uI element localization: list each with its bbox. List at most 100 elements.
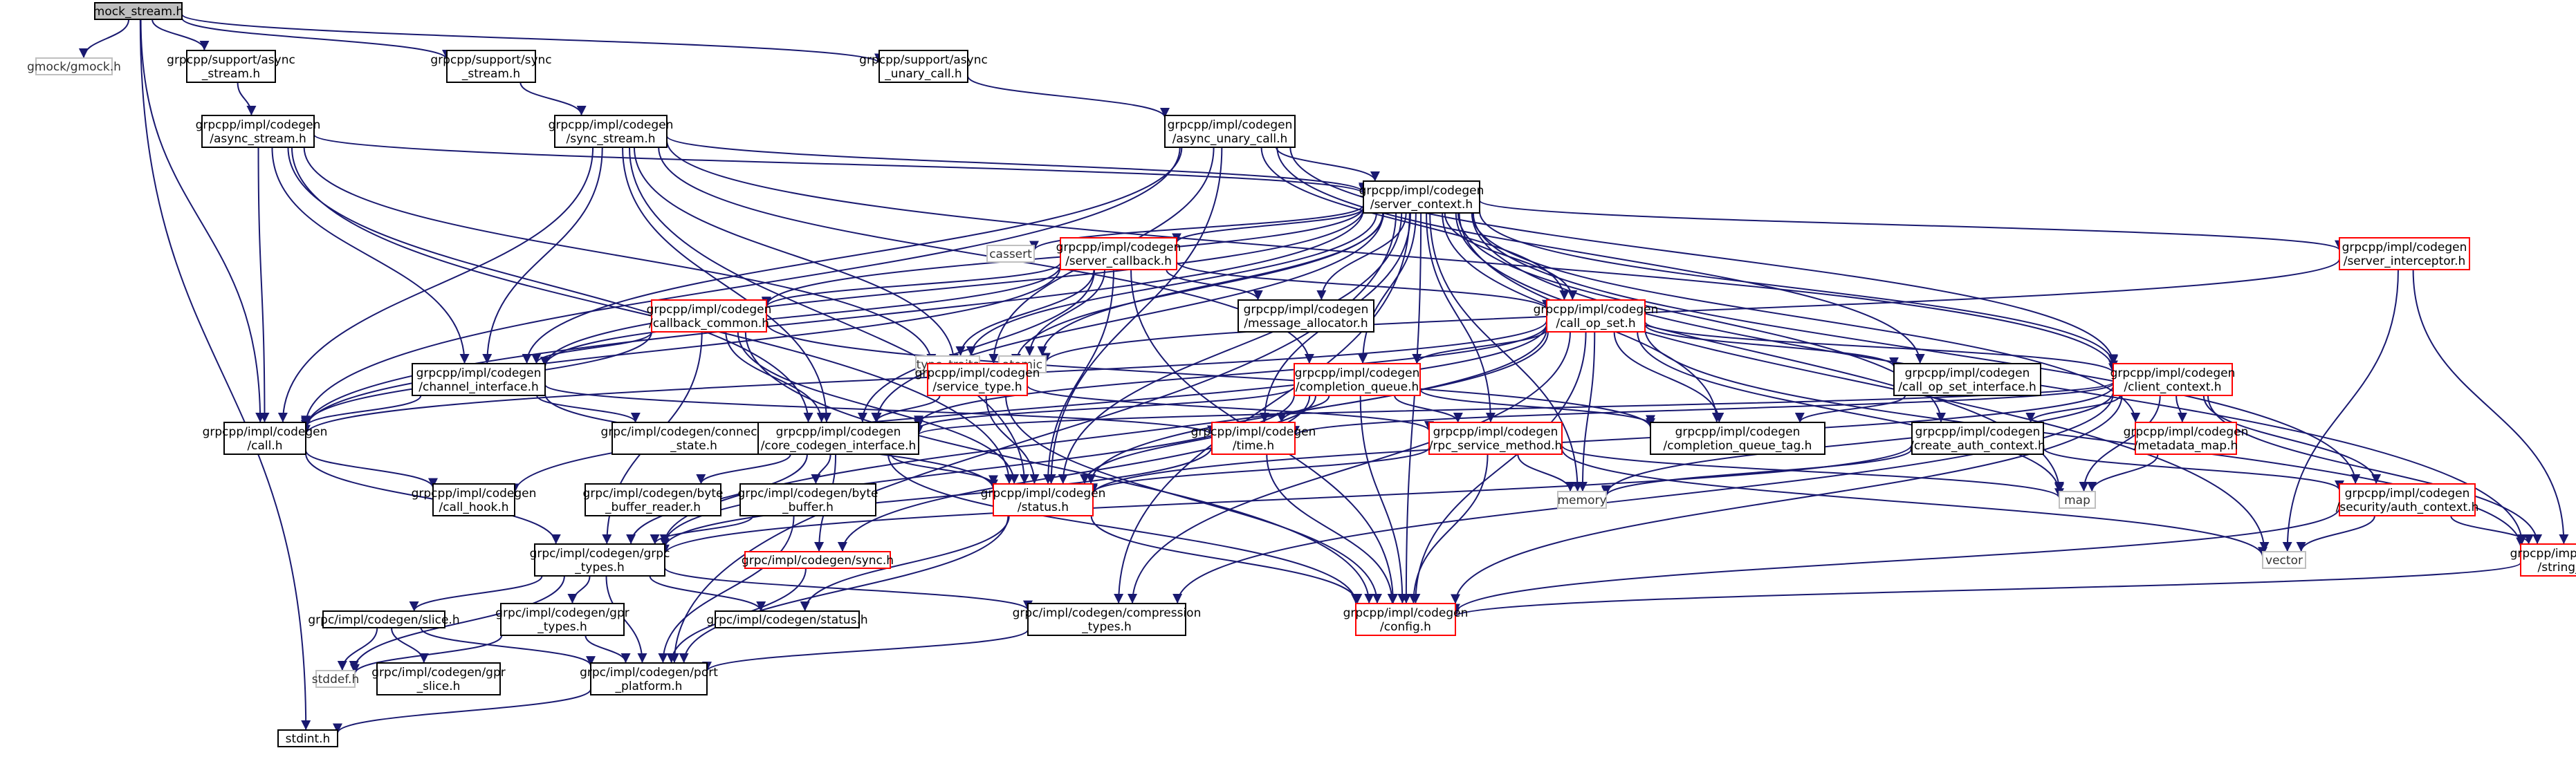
node-service-type[interactable]: grpcpp/impl/codegen/service_type.h xyxy=(915,363,1040,396)
node-call-hook[interactable]: grpcpp/impl/codegen/call_hook.h xyxy=(412,483,537,516)
node-slice[interactable]: grpc/impl/codegen/slice.h xyxy=(308,610,460,628)
edge-async-stream-to-server-context xyxy=(313,133,1368,195)
node-time[interactable]: grpcpp/impl/codegen/time.h xyxy=(1191,422,1316,455)
edge-gpr-types-to-stddef xyxy=(350,635,503,674)
edge-client-context-to-string-ref xyxy=(2207,395,2543,545)
node-client-context[interactable]: grpcpp/impl/codegen/client_context.h xyxy=(2110,363,2236,396)
edge-callback-common-to-completion-queue-tag xyxy=(766,322,1655,429)
edge-rpc-service-method-to-map xyxy=(1561,445,2064,498)
node-connectivity-state[interactable]: grpc/impl/codegen/connectivity_state.h xyxy=(601,422,787,455)
edge-compression-types-to-port-platform xyxy=(702,629,1029,672)
node-box xyxy=(611,422,776,455)
node-server-interceptor[interactable]: grpcpp/impl/codegen/server_interceptor.h xyxy=(2339,237,2470,270)
node-box xyxy=(2520,543,2576,577)
edge-server-context-to-server-interceptor xyxy=(1479,199,2344,251)
node-completion-queue-tag[interactable]: grpcpp/impl/codegen/completion_queue_tag… xyxy=(1650,422,1825,455)
node-config[interactable]: grpcpp/impl/codegen/config.h xyxy=(1343,603,1469,636)
node-byte-buffer-reader[interactable]: grpc/impl/codegen/byte_buffer_reader.h xyxy=(583,483,724,516)
node-label: /callback_common.h xyxy=(649,317,769,330)
node-box xyxy=(986,245,1035,263)
node-string-ref[interactable]: grpcpp/impl/codegen/string_ref.h xyxy=(2510,543,2576,577)
node-support-sync-stream[interactable]: grpcpp/support/sync_stream.h xyxy=(430,50,552,83)
node-support-async-stream[interactable]: grpcpp/support/async_stream.h xyxy=(167,50,295,83)
node-box xyxy=(1893,363,2041,396)
node-box xyxy=(993,483,1094,516)
node-message-allocator[interactable]: grpcpp/impl/codegen/message_allocator.h xyxy=(1238,299,1374,333)
node-label: cassert xyxy=(989,247,1032,261)
node-call-op-set-interface[interactable]: grpcpp/impl/codegen/call_op_set_interfac… xyxy=(1893,363,2041,396)
edge-completion-queue-to-status xyxy=(1080,395,1316,485)
node-box xyxy=(534,543,665,577)
edge-server-context-to-core-codegen-interface xyxy=(872,212,1384,423)
node-port-platform[interactable]: grpc/impl/codegen/port_platform.h xyxy=(580,662,718,695)
node-status[interactable]: grpcpp/impl/codegen/status.h xyxy=(981,483,1106,516)
edge-slice-to-stddef xyxy=(337,627,378,671)
node-gpr-slice[interactable]: grpc/impl/codegen/gpr_slice.h xyxy=(371,662,506,695)
node-box xyxy=(554,115,668,148)
node-label: grpcpp/impl/codegen xyxy=(2510,547,2576,561)
edge-client-context-to-create-auth-context xyxy=(2025,395,2121,423)
node-completion-queue[interactable]: grpcpp/impl/codegen/completion_queue.h xyxy=(1294,363,1421,396)
edge-service-type-to-rpc-service-method xyxy=(1027,384,1434,431)
edge-gpr-types-to-port-platform xyxy=(585,635,631,664)
node-compression-types[interactable]: grpc/impl/codegen/compression_types.h xyxy=(1013,603,1202,636)
edge-slice-to-gpr-slice xyxy=(391,627,429,664)
node-label: _stream.h xyxy=(201,67,260,81)
node-sync-stream[interactable]: grpcpp/impl/codegen/sync_stream.h xyxy=(549,115,674,148)
node-label: memory xyxy=(1557,494,1606,507)
node-metadata-map[interactable]: grpcpp/impl/codegen/metadata_map.h xyxy=(2124,422,2249,455)
node-support-async-unary-call[interactable]: grpcpp/support/async_unary_call.h xyxy=(859,50,988,83)
node-box xyxy=(715,610,860,628)
node-gpr-types[interactable]: grpc/impl/codegen/gpr_types.h xyxy=(495,603,629,636)
node-callback-common[interactable]: grpcpp/impl/codegen/callback_common.h xyxy=(647,299,772,333)
node-codegen-status[interactable]: grpc/impl/codegen/status.h xyxy=(706,610,868,628)
node-create-auth-context[interactable]: grpcpp/impl/codegen/create_auth_context.… xyxy=(1910,422,2045,455)
node-label: grpcpp/impl/codegen xyxy=(1056,241,1181,254)
node-box xyxy=(1211,422,1296,455)
edge-grpc-types-to-stddef xyxy=(349,575,565,671)
node-server-callback[interactable]: grpcpp/impl/codegen/server_callback.h xyxy=(1056,237,1181,270)
node-label: map xyxy=(2064,494,2090,507)
node-label: grpcpp/impl/codegen xyxy=(2124,425,2249,439)
node-box xyxy=(500,603,625,636)
node-stdint[interactable]: stdint.h xyxy=(277,729,338,747)
dependency-edges xyxy=(78,13,2569,733)
edge-call-op-set-to-compression-types xyxy=(1128,331,1571,604)
node-rpc-service-method[interactable]: grpcpp/impl/codegen/rpc_service_method.h xyxy=(1428,422,1563,455)
edge-server-context-to-config xyxy=(1401,212,1422,604)
edge-service-type-to-config xyxy=(1005,395,1382,604)
edge-server-callback-to-callback-common xyxy=(762,262,1061,308)
edge-core-codegen-interface-to-config xyxy=(887,454,1361,604)
node-async-stream[interactable]: grpcpp/impl/codegen/async_stream.h xyxy=(196,115,321,148)
node-box xyxy=(2262,551,2306,569)
node-box xyxy=(412,363,546,396)
node-byte-buffer[interactable]: grpc/impl/codegen/byte_buffer.h xyxy=(738,483,878,516)
node-label: /time.h xyxy=(1233,439,1274,453)
node-core-codegen-interface[interactable]: grpcpp/impl/codegen/core_codegen_interfa… xyxy=(757,422,919,455)
node-server-context[interactable]: grpcpp/impl/codegen/server_context.h xyxy=(1359,180,1484,214)
node-label: grpcpp/impl/codegen xyxy=(2345,487,2470,501)
node-label: grpc/impl/codegen/connectivity xyxy=(601,425,787,439)
node-map: map xyxy=(2059,491,2096,509)
node-channel-interface[interactable]: grpcpp/impl/codegen/channel_interface.h xyxy=(412,363,546,396)
node-label: grpcpp/impl/codegen xyxy=(1675,425,1801,439)
node-async-unary-call[interactable]: grpcpp/impl/codegen/async_unary_call.h xyxy=(1164,115,1296,148)
edge-call-to-grpc-types xyxy=(305,453,561,545)
edge-byte-buffer-to-port-platform xyxy=(658,515,795,664)
node-security-auth-context[interactable]: grpcpp/impl/codegen/security/auth_contex… xyxy=(2336,483,2479,516)
node-label: /async_unary_call.h xyxy=(1172,132,1288,146)
node-sync[interactable]: grpc/impl/codegen/sync.h xyxy=(742,551,894,569)
node-label: /status.h xyxy=(1018,501,1069,514)
node-grpc-types[interactable]: grpc/impl/codegen/grpc_types.h xyxy=(530,543,670,577)
node-call[interactable]: grpcpp/impl/codegen/call.h xyxy=(203,422,328,455)
node-call-op-set[interactable]: grpcpp/impl/codegen/call_op_set.h xyxy=(1534,299,1659,333)
edge-call-op-set-to-core-codegen-interface xyxy=(914,324,1547,426)
edge-sync-stream-to-service-type xyxy=(633,147,959,364)
edge-server-context-to-rpc-service-method xyxy=(1426,212,1496,423)
node-label: grpcpp/support/async xyxy=(167,53,295,67)
node-box xyxy=(1294,363,1421,396)
node-box xyxy=(1911,422,2044,455)
edge-client-context-to-status xyxy=(1088,385,2114,495)
edge-security-auth-context-to-vector xyxy=(2296,515,2375,552)
edge-sync-stream-to-channel-interface xyxy=(482,147,603,364)
